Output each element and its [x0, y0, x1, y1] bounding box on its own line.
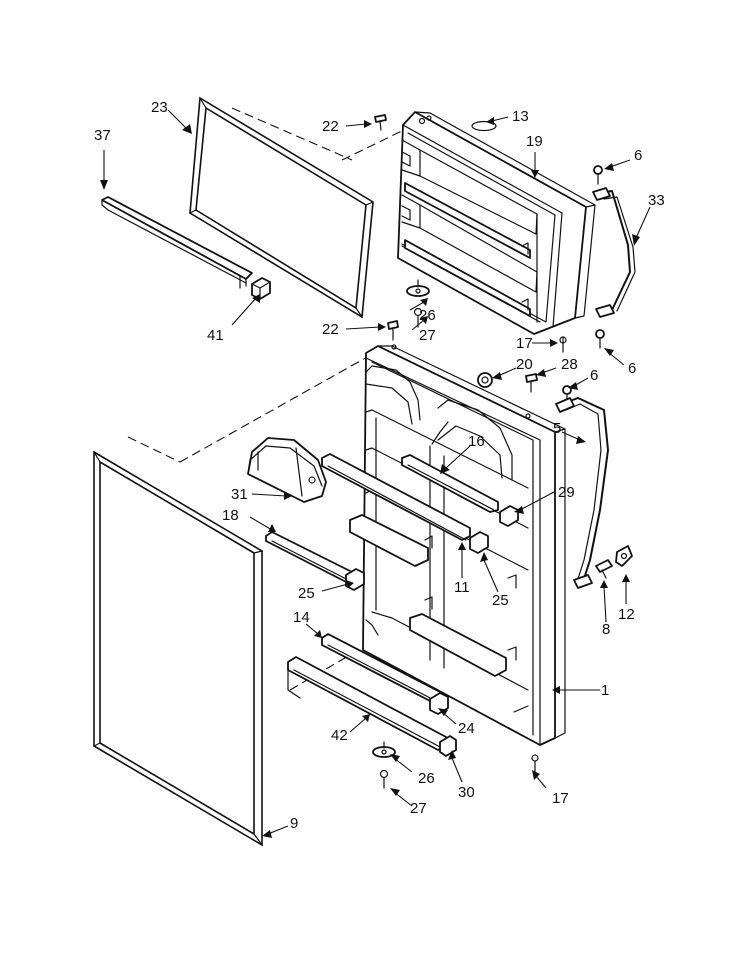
- freezer-handle: [592, 187, 636, 318]
- callout-42: 42: [331, 727, 348, 744]
- callout-31: 31: [231, 486, 248, 503]
- fresh-food-door-assembly: [349, 344, 566, 746]
- callout-27-bottom: 27: [410, 800, 427, 817]
- callout-18: 18: [222, 507, 239, 524]
- callout-33: 33: [648, 192, 665, 209]
- shelf-rail-11: [321, 453, 471, 541]
- callout-37: 37: [94, 127, 111, 144]
- callout-11: 11: [454, 579, 470, 596]
- callout-28: 28: [561, 356, 578, 373]
- callout-12: 12: [618, 606, 635, 623]
- callout-6-upper: 6: [634, 147, 642, 164]
- cap-20: [477, 372, 493, 388]
- hinge-26-top: [406, 279, 430, 297]
- clip-25-right: [469, 531, 489, 554]
- freezer-shelf-rail: [101, 196, 253, 289]
- callout-41: 41: [207, 327, 224, 344]
- callout-leaders: [100, 109, 651, 838]
- callout-29: 29: [558, 484, 575, 501]
- screw-8: [595, 559, 613, 579]
- plug-13: [471, 120, 497, 132]
- screw-22-top: [374, 114, 387, 131]
- screw-22-middle: [387, 320, 399, 341]
- freezer-door-assembly: [397, 111, 596, 335]
- clip-24: [429, 692, 449, 715]
- callout-9: 9: [290, 815, 298, 832]
- plug-28: [525, 373, 538, 393]
- callout-24: 24: [458, 720, 475, 737]
- freezer-door-gasket: [189, 96, 374, 319]
- callout-27-top: 27: [419, 327, 436, 344]
- shelf-clip-41: [251, 277, 271, 300]
- callout-1: 1: [601, 682, 609, 699]
- callout-25-right: 25: [492, 592, 509, 609]
- callout-30: 30: [458, 784, 475, 801]
- callout-14: 14: [293, 609, 310, 626]
- screw-6-lower: [595, 329, 605, 349]
- fresh-food-handle: [555, 397, 609, 589]
- screw-27-bottom: [379, 769, 389, 789]
- freezer-alignment-line-a: [231, 107, 353, 161]
- callout-6-lower: 6: [628, 360, 636, 377]
- callout-17-bottom: 17: [552, 790, 569, 807]
- screw-6-upper: [593, 165, 603, 185]
- callout-17-top: 17: [516, 335, 533, 352]
- callout-8: 8: [602, 621, 610, 638]
- callout-13: 13: [512, 108, 529, 125]
- fresh-food-door-gasket: [93, 450, 263, 847]
- freezer-alignment-line-b: [341, 126, 411, 161]
- callout-5: 5: [553, 420, 561, 437]
- callout-19: 19: [526, 133, 543, 150]
- fresh-food-alignment-line-b: [179, 350, 379, 463]
- callout-20: 20: [516, 356, 533, 373]
- hinge-26-bottom: [372, 741, 396, 758]
- callout-16: 16: [468, 433, 485, 450]
- screw-17-top: [559, 336, 567, 353]
- callout-25-left: 25: [298, 585, 315, 602]
- callout-23: 23: [151, 99, 168, 116]
- clip-29: [499, 505, 519, 527]
- spacer-12: [615, 545, 633, 567]
- callout-labels: 37 23 22 13 19 6 33 41 26 27 22 17 6 20 …: [94, 99, 665, 832]
- callout-6-middle: 6: [590, 367, 598, 384]
- screw-17-bottom: [531, 754, 539, 773]
- dairy-compartment-door: [247, 437, 327, 503]
- callout-26-top: 26: [419, 307, 436, 324]
- callout-22-top: 22: [322, 118, 339, 135]
- fresh-food-alignment-line-a: [127, 436, 181, 463]
- callout-22-middle: 22: [322, 321, 339, 338]
- callout-26-bottom: 26: [418, 770, 435, 787]
